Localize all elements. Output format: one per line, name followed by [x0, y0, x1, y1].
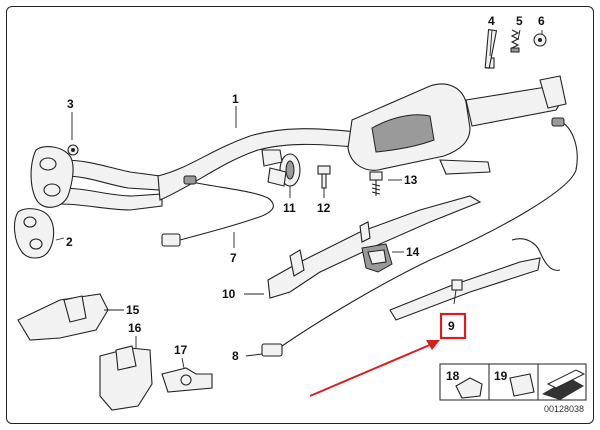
callout-labels: 1 2 3 4 5 6 7 8 9 10 11 12 13 14 15 16 1… [66, 14, 545, 363]
bolt-4 [484, 28, 498, 69]
callout-6: 6 [538, 14, 545, 28]
oxygen-sensor-7 [161, 175, 274, 247]
manifold-flange [30, 146, 74, 208]
callout-19: 19 [494, 369, 508, 383]
callout-8: 8 [232, 349, 239, 363]
part-18-thumbnail [455, 377, 483, 399]
screw-12 [317, 165, 331, 189]
drawing-code: 00128038 [544, 404, 584, 414]
part-19-thumbnail [509, 373, 535, 397]
nut-3 [67, 144, 79, 156]
screw-13 [369, 171, 383, 196]
bracket-9 [389, 238, 561, 321]
gasket [13, 208, 55, 259]
legend-box: 18 19 [439, 363, 587, 401]
callout-12: 12 [317, 201, 331, 215]
callout-9-highlight-box [439, 312, 467, 340]
callout-2: 2 [66, 235, 73, 249]
bracket-17 [161, 367, 213, 393]
nut-6 [533, 33, 547, 47]
heat-shield-15 [17, 293, 109, 341]
callout-18: 18 [446, 369, 460, 383]
front-pipe-assembly [59, 75, 567, 211]
clamp-11 [261, 149, 301, 187]
heat-shield-16 [99, 345, 153, 411]
callout-4: 4 [488, 14, 495, 28]
callout-3: 3 [67, 97, 74, 111]
callout-9: 9 [448, 319, 455, 333]
callout-5: 5 [516, 14, 523, 28]
callout-10: 10 [222, 287, 236, 301]
callout-14: 14 [406, 245, 420, 259]
callout-11: 11 [283, 201, 296, 215]
spring-5 [510, 29, 520, 53]
callout-1: 1 [232, 92, 239, 106]
callout-13: 13 [404, 173, 418, 187]
diagram-frame [6, 6, 594, 424]
leader-lines [55, 29, 543, 369]
plate-symbol-icon [546, 369, 586, 389]
oxygen-sensor-8 [261, 117, 578, 357]
callout-16: 16 [128, 321, 142, 335]
shim-symbol-icon [542, 378, 584, 400]
callout-7: 7 [230, 251, 237, 265]
heat-shield-bracket-10 [267, 195, 482, 299]
callout-17: 17 [174, 343, 188, 357]
rubber-mount-14 [361, 243, 393, 273]
callout-15: 15 [126, 303, 140, 317]
red-arrow-icon [309, 340, 440, 397]
